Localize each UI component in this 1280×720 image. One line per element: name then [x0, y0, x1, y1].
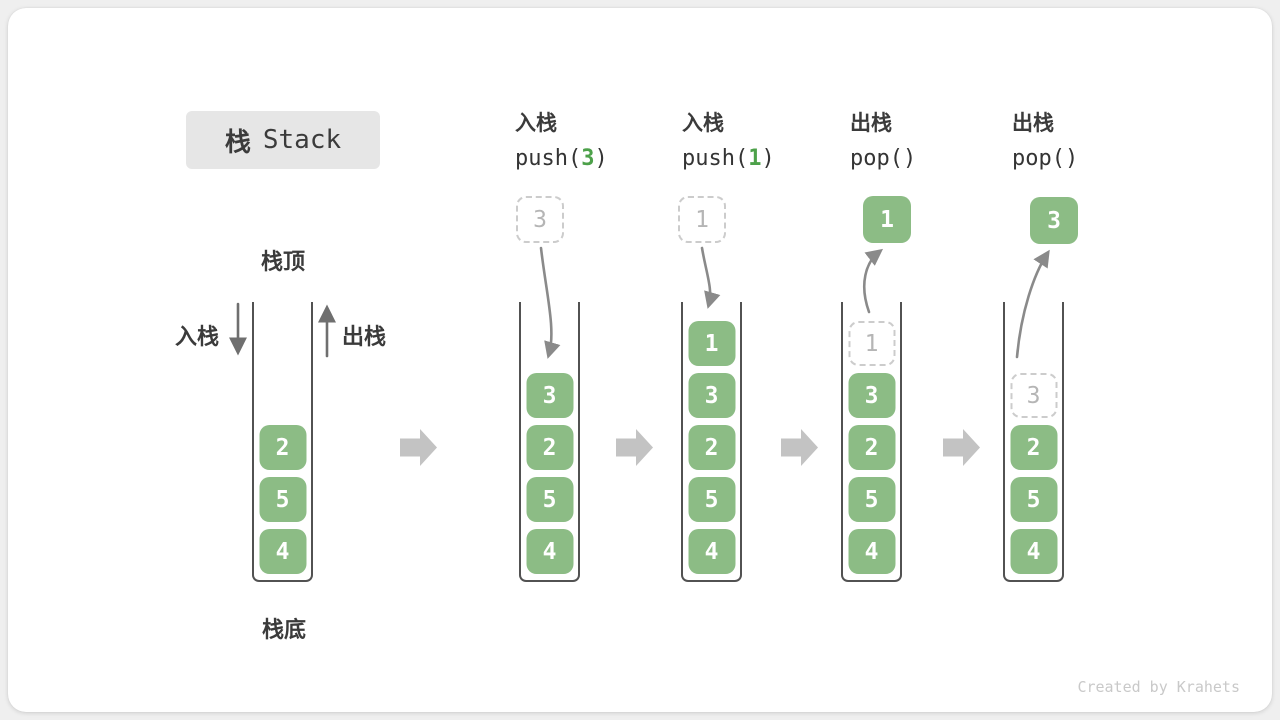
floating-value-popped-1: 1 [863, 196, 911, 243]
diagram-title-box: 栈 Stack [186, 111, 380, 169]
stack-item: 2 [848, 425, 895, 470]
label-push-direction: 入栈 [175, 324, 220, 349]
floating-value-push-3: 3 [516, 196, 564, 243]
stack-item: 5 [848, 477, 895, 522]
op-header-push-3: 入栈 push(3) [515, 107, 608, 171]
stack-container-after-push-3: 3 2 5 4 [519, 302, 580, 582]
stack-item: 4 [259, 529, 306, 574]
stack-item: 5 [1010, 477, 1057, 522]
stack-item-ghost: 1 [848, 321, 895, 366]
op-label: 入栈 [515, 112, 557, 135]
op-label: 出栈 [1012, 112, 1054, 135]
label-pop-direction: 出栈 [342, 324, 387, 349]
watermark-credit: Created by Krahets [1077, 678, 1240, 696]
op-header-push-1: 入栈 push(1) [682, 107, 775, 171]
stack-item: 2 [526, 425, 573, 470]
stack-item: 5 [688, 477, 735, 522]
floating-value-push-1: 1 [678, 196, 726, 243]
stack-item: 5 [259, 477, 306, 522]
stack-container-initial: 2 5 4 [252, 302, 313, 582]
stack-container-after-push-1: 1 3 2 5 4 [681, 302, 742, 582]
stack-item: 5 [526, 477, 573, 522]
stack-item: 3 [688, 373, 735, 418]
stack-item: 2 [259, 425, 306, 470]
op-code: push(1) [682, 146, 775, 171]
stack-item: 4 [526, 529, 573, 574]
op-header-pop-first: 出栈 pop() [850, 107, 916, 171]
title-latin: Stack [262, 125, 342, 155]
stack-item: 3 [848, 373, 895, 418]
op-label: 入栈 [682, 112, 724, 135]
stack-item: 2 [688, 425, 735, 470]
stack-item: 1 [688, 321, 735, 366]
op-code: pop() [850, 146, 917, 171]
stack-item-ghost: 3 [1010, 373, 1057, 418]
stack-item: 3 [526, 373, 573, 418]
stack-container-after-pop-3: 3 2 5 4 [1003, 302, 1064, 582]
diagram-card: 栈 Stack 栈顶 栈底 入栈 出栈 入栈 push(3) 入栈 push(1… [8, 8, 1272, 712]
op-argument: 3 [581, 146, 595, 171]
floating-value-popped-3: 3 [1030, 197, 1078, 244]
stack-item: 4 [1010, 529, 1057, 574]
op-label: 出栈 [850, 112, 892, 135]
label-stack-bottom: 栈底 [261, 617, 307, 642]
stack-item: 4 [848, 529, 895, 574]
stack-container-after-pop-1: 1 3 2 5 4 [841, 302, 902, 582]
title-cjk: 栈 [224, 126, 251, 157]
op-header-pop-second: 出栈 pop() [1012, 107, 1078, 171]
stack-item: 2 [1010, 425, 1057, 470]
op-code: push(3) [515, 146, 608, 171]
op-argument: 1 [748, 146, 762, 171]
label-stack-top: 栈顶 [260, 249, 306, 274]
stack-item: 4 [688, 529, 735, 574]
op-code: pop() [1012, 146, 1079, 171]
